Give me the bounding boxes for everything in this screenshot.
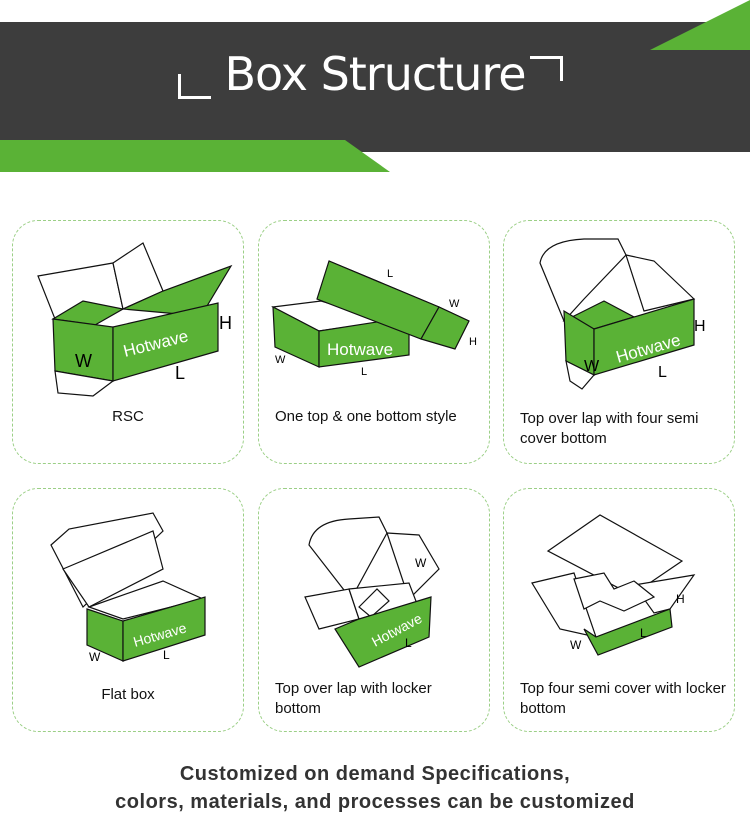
dim-l: L: [405, 636, 412, 650]
dim-w: W: [89, 650, 101, 664]
box-card-four-semi-locker: W L H Top four semi cover with locker bo…: [503, 488, 735, 732]
header-banner: [0, 22, 750, 152]
dim-h: H: [676, 592, 685, 606]
box-card-flat: Hotwave W L Flat box: [12, 488, 244, 732]
flat-box-illustration: Hotwave W L: [50, 512, 206, 664]
footer-line-2: colors, materials, and processes can be …: [115, 791, 635, 813]
footer-line-1: Customized on demand Specifications,: [179, 763, 571, 785]
box-caption: Top over lap with locker bottom: [275, 680, 432, 717]
box-card-rsc: Hotwave W L H RSC: [12, 220, 244, 464]
box-card-overlap-semi: Hotwave W L H Top over lap with four sem…: [503, 220, 735, 464]
dim-w: W: [584, 358, 600, 375]
dim-l-lid: L: [387, 268, 393, 280]
page-title: Box Structure: [224, 47, 526, 101]
rsc-box-illustration: Hotwave W L H: [37, 242, 233, 397]
box-caption: Top over lap with four semi cover bottom: [520, 410, 699, 447]
footer-note: Customized on demand Specifications, col…: [0, 760, 750, 816]
title-corner-left: [178, 74, 211, 99]
brand-label: Hotwave: [327, 340, 393, 359]
dim-w: W: [415, 556, 427, 570]
overlap-semi-box-illustration: Hotwave W L H: [539, 238, 706, 390]
title-corner-right: [530, 56, 563, 81]
dim-l: L: [361, 366, 367, 378]
box-caption: RSC: [112, 408, 144, 425]
dim-w-lid: W: [449, 298, 460, 310]
dim-w: W: [275, 354, 286, 366]
dim-l: L: [640, 626, 647, 640]
accent-band-bottom: [0, 140, 390, 172]
box-caption: Flat box: [101, 686, 155, 703]
dim-h: H: [469, 336, 477, 348]
dim-w: W: [75, 351, 92, 371]
box-caption: Top four semi cover with locker bottom: [520, 680, 726, 717]
box-caption: One top & one bottom style: [275, 408, 457, 425]
box-card-top-bottom: Hotwave W L H L W One top & one bottom s…: [258, 220, 490, 464]
box-card-overlap-locker: Hotwave W L Top over lap with locker bot…: [258, 488, 490, 732]
dim-h: H: [219, 313, 232, 333]
dim-h: H: [694, 318, 706, 335]
dim-l: L: [658, 364, 667, 381]
dim-w: W: [570, 638, 582, 652]
overlap-locker-box-illustration: Hotwave W L: [304, 516, 440, 668]
accent-triangle-top: [650, 0, 750, 50]
dim-l: L: [175, 363, 185, 383]
dim-l: L: [163, 648, 170, 662]
top-bottom-box-illustration: Hotwave W L H L W: [271, 260, 477, 378]
four-semi-locker-box-illustration: W L H: [531, 514, 696, 656]
